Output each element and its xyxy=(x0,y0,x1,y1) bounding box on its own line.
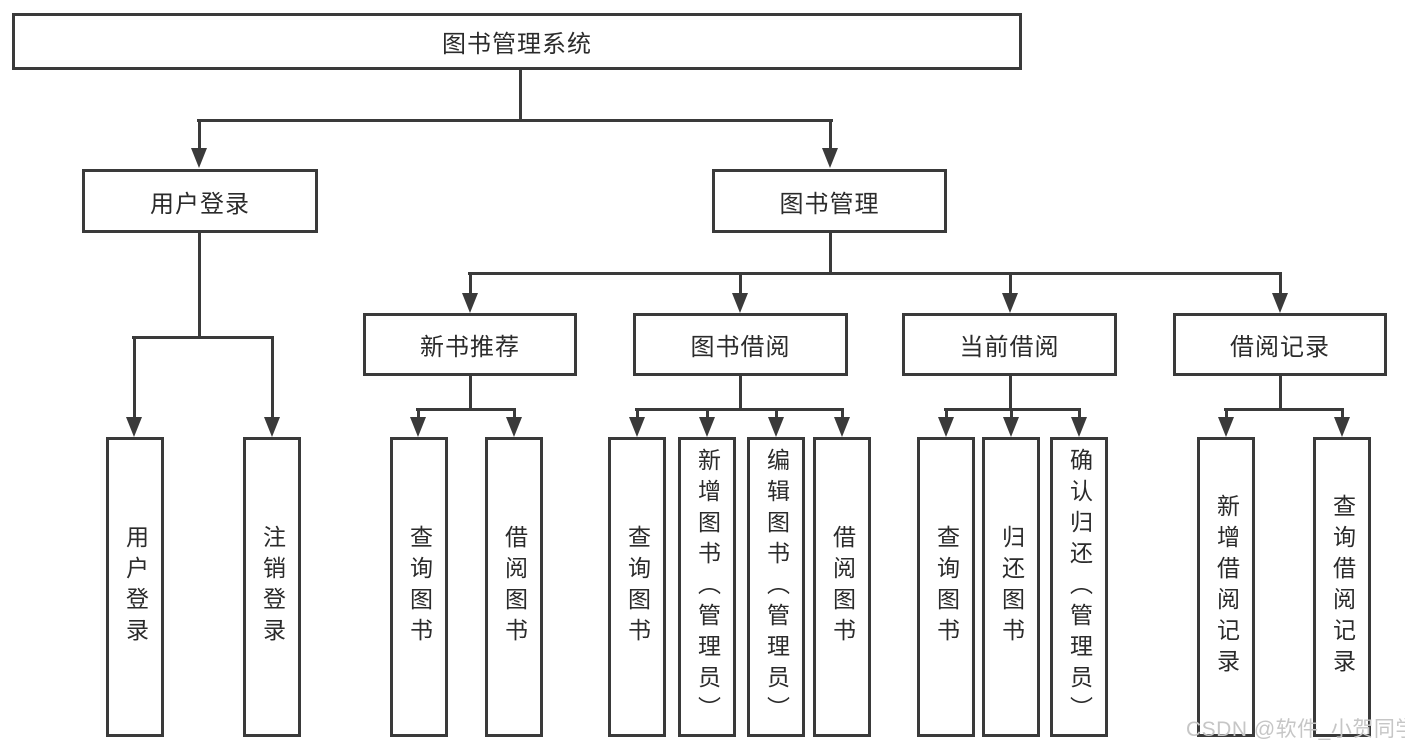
arrowhead-bb-borrow xyxy=(834,417,850,437)
connector-arrow-bb-borrow-line xyxy=(841,408,844,419)
leaf-cb-query-books: 查询图书 xyxy=(917,437,975,737)
node-user-login: 用户登录 xyxy=(82,169,318,233)
leaf-br-add-record-label: 新增借阅记录 xyxy=(1213,494,1240,680)
connector-arrow-leaf-logout-line xyxy=(271,336,274,419)
connector-arrow-cb-confirm-line xyxy=(1078,408,1081,419)
connector-arrow-borrow-record-line xyxy=(1279,272,1282,295)
leaf-bb-query-books: 查询图书 xyxy=(608,437,666,737)
connector-arrow-cb-return-line xyxy=(1010,408,1013,419)
node-book-mgmt-label: 图书管理 xyxy=(779,190,880,218)
leaf-nb-query-books-label: 查询图书 xyxy=(406,525,433,649)
arrowhead-leaf-login xyxy=(126,417,142,437)
connector-borrow-record-stem xyxy=(1279,376,1282,409)
leaf-cb-return-books: 归还图书 xyxy=(982,437,1040,737)
arrowhead-br-query xyxy=(1334,417,1350,437)
arrowhead-br-add xyxy=(1218,417,1234,437)
node-current-borrow: 当前借阅 xyxy=(902,313,1117,376)
node-borrow-record: 借阅记录 xyxy=(1173,313,1387,376)
node-root-label: 图书管理系统 xyxy=(442,31,592,58)
connector-new-book-rail xyxy=(416,408,516,411)
arrowhead-cb-return xyxy=(1003,417,1019,437)
connector-arrow-br-query-line xyxy=(1341,408,1344,419)
connector-level3-rail xyxy=(468,272,1282,275)
node-current-borrow-label: 当前借阅 xyxy=(959,334,1060,361)
node-new-book: 新书推荐 xyxy=(363,313,577,376)
arrowhead-book-borrow xyxy=(732,293,748,313)
leaf-bb-add-books-admin: 新增图书（管理员） xyxy=(678,437,736,737)
arrowhead-bb-edit xyxy=(768,417,784,437)
leaf-cb-return-books-label: 归还图书 xyxy=(998,525,1025,649)
arrowhead-cb-query xyxy=(938,417,954,437)
connector-borrow-record-rail xyxy=(1224,408,1344,411)
arrowhead-nb-query xyxy=(410,417,426,437)
leaf-nb-borrow-books-label: 借阅图书 xyxy=(501,525,528,649)
connector-arrow-new-book-line xyxy=(469,272,472,295)
connector-arrow-current-borrow-line xyxy=(1009,272,1012,295)
connector-book-borrow-stem xyxy=(739,376,742,409)
node-borrow-record-label: 借阅记录 xyxy=(1230,334,1330,361)
node-user-login-label: 用户登录 xyxy=(150,190,250,218)
arrowhead-cb-confirm xyxy=(1071,417,1087,437)
csdn-watermark: CSDN @软件_小贺同学 xyxy=(1186,718,1405,741)
connector-arrow-nb-borrow-line xyxy=(513,408,516,419)
leaf-bb-edit-books-admin: 编辑图书（管理员） xyxy=(747,437,805,737)
node-new-book-label: 新书推荐 xyxy=(420,334,520,361)
node-root: 图书管理系统 xyxy=(12,13,1022,70)
leaf-cb-confirm-return-admin-label: 确认归还（管理员） xyxy=(1066,447,1093,727)
leaf-nb-query-books: 查询图书 xyxy=(390,437,448,737)
leaf-logout-label: 注销登录 xyxy=(259,525,286,649)
arrowhead-new-book xyxy=(462,293,478,313)
leaf-bb-edit-books-admin-label: 编辑图书（管理员） xyxy=(763,447,790,727)
connector-arrow-book-mgmt-line xyxy=(829,119,832,151)
arrowhead-nb-borrow xyxy=(506,417,522,437)
connector-arrow-bb-edit-line xyxy=(775,408,778,419)
arrowhead-book-mgmt xyxy=(822,148,838,168)
connector-new-book-stem xyxy=(469,376,472,409)
node-book-mgmt: 图书管理 xyxy=(712,169,947,233)
connector-arrow-user-login-line xyxy=(198,119,201,151)
connector-current-borrow-stem xyxy=(1009,376,1012,409)
connector-arrow-cb-query-line xyxy=(945,408,948,419)
connector-user-login-stem xyxy=(198,233,201,338)
connector-level2-rail xyxy=(197,119,833,122)
connector-root-stem xyxy=(519,70,522,120)
connector-arrow-br-add-line xyxy=(1225,408,1228,419)
leaf-bb-borrow-books: 借阅图书 xyxy=(813,437,871,737)
connector-arrow-bb-query-line xyxy=(636,408,639,419)
connector-book-borrow-rail xyxy=(635,408,844,411)
arrowhead-user-login xyxy=(191,148,207,168)
leaf-br-query-record-label: 查询借阅记录 xyxy=(1329,494,1356,680)
leaf-user-login-label: 用户登录 xyxy=(122,525,149,649)
leaf-br-query-record: 查询借阅记录 xyxy=(1313,437,1371,737)
node-book-borrow-label: 图书借阅 xyxy=(690,334,791,361)
connector-arrow-nb-query-line xyxy=(417,408,420,419)
leaf-nb-borrow-books: 借阅图书 xyxy=(485,437,543,737)
leaf-br-add-record: 新增借阅记录 xyxy=(1197,437,1255,737)
leaf-cb-query-books-label: 查询图书 xyxy=(933,525,960,649)
leaf-bb-borrow-books-label: 借阅图书 xyxy=(829,525,856,649)
connector-book-mgmt-stem xyxy=(829,233,832,274)
arrowhead-leaf-logout xyxy=(264,417,280,437)
leaf-bb-query-books-label: 查询图书 xyxy=(624,525,651,649)
connector-arrow-book-borrow-line xyxy=(739,272,742,295)
connector-user-children-rail xyxy=(132,336,274,339)
arrowhead-bb-add xyxy=(699,417,715,437)
node-book-borrow: 图书借阅 xyxy=(633,313,848,376)
arrowhead-bb-query xyxy=(629,417,645,437)
leaf-cb-confirm-return-admin: 确认归还（管理员） xyxy=(1050,437,1108,737)
leaf-logout: 注销登录 xyxy=(243,437,301,737)
connector-arrow-leaf-login-line xyxy=(133,336,136,419)
arrowhead-borrow-record xyxy=(1272,293,1288,313)
connector-arrow-bb-add-line xyxy=(706,408,709,419)
arrowhead-current-borrow xyxy=(1002,293,1018,313)
leaf-bb-add-books-admin-label: 新增图书（管理员） xyxy=(694,447,721,727)
leaf-user-login: 用户登录 xyxy=(106,437,164,737)
